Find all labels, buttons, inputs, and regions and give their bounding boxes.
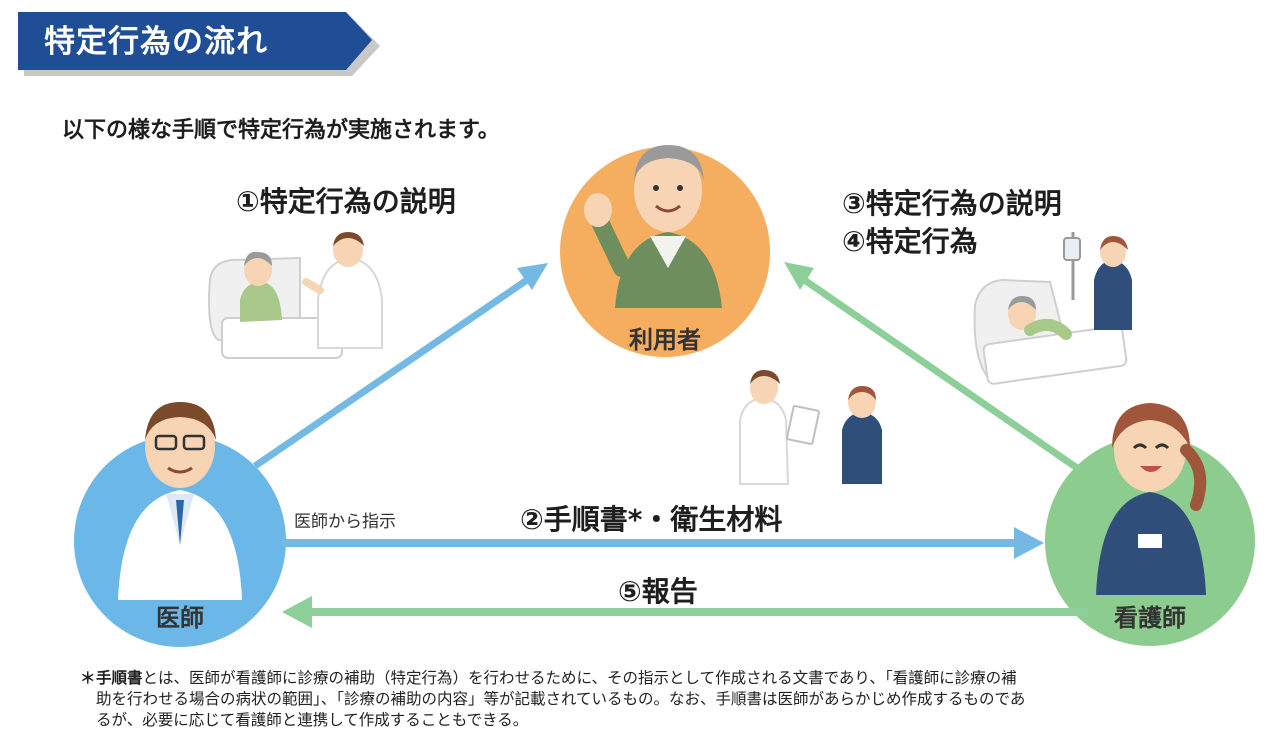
footnote-line1: とは、医師が看護師に診療の補助（特定行為）を行わせるために、その指示として作成さ… <box>142 669 1017 687</box>
footnote-asterisk: ＊ <box>80 669 96 687</box>
page-title: 特定行為の流れ <box>44 24 268 60</box>
footnote-line2: 助を行わせる場合の病状の範囲」、「診療の補助の内容」等が記載されているもの。なお… <box>96 690 1026 708</box>
user-label: 利用者 <box>629 326 701 354</box>
arrow-doctor-to-user <box>253 263 548 469</box>
step2-label: ②手順書*・衛生材料 <box>520 503 783 536</box>
elderly-user-illustration <box>584 145 722 308</box>
nurse-care-illustration <box>973 232 1132 385</box>
arrow-nurse-to-user <box>784 262 1082 473</box>
footnote-lead: 手順書 <box>96 669 143 687</box>
footnote: ＊ 手順書とは、医師が看護師に診療の補助（特定行為）を行わせるために、その指示と… <box>80 668 1270 731</box>
step4-label: ④特定行為 <box>842 225 978 258</box>
nurse-label: 看護師 <box>1114 604 1186 632</box>
doctor-explaining-illustration <box>208 232 383 359</box>
footnote-line3: るが、必要に応じて看護師と連携して作成することもできる。 <box>96 711 529 729</box>
doctor-illustration <box>118 402 242 600</box>
step5-label: ⑤報告 <box>618 575 698 608</box>
doctor-label: 医師 <box>156 604 204 632</box>
title-banner <box>18 12 372 70</box>
arrow-nurse-to-doctor <box>282 596 1088 628</box>
nurse-illustration <box>1096 403 1207 595</box>
step1-label: ①特定行為の説明 <box>236 185 456 218</box>
arrow-doctor-to-nurse <box>282 527 1044 559</box>
intro-text: 以下の様な手順で特定行為が実施されます。 <box>62 118 500 143</box>
doctor-nurse-handover-illustration <box>739 370 882 485</box>
instruction-label: 医師から指示 <box>294 512 396 532</box>
step3-label: ③特定行為の説明 <box>842 187 1062 220</box>
